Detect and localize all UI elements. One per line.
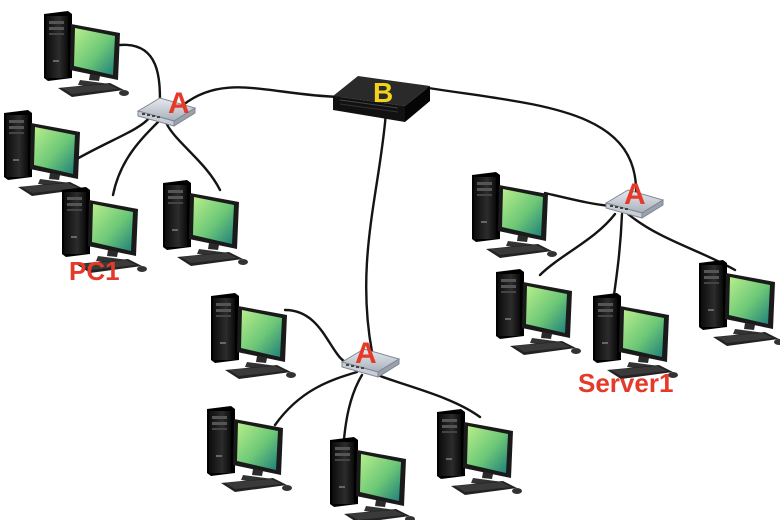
- computer-icon-6: [699, 260, 780, 346]
- server1-computer-icon: [593, 293, 678, 379]
- switch-label: B: [373, 77, 394, 108]
- switch-icon: [333, 76, 430, 122]
- computer-icon-5: [496, 269, 581, 355]
- hub-label-bottom: A: [355, 337, 377, 370]
- computer-icon-1: [44, 11, 129, 97]
- computer-icon-2: [4, 110, 89, 196]
- computer-icon-9: [330, 437, 415, 520]
- hub-label-right: A: [624, 178, 646, 211]
- server1-label: Server1: [578, 368, 674, 398]
- computer-icon-3: [163, 180, 248, 266]
- computer-icon-4: [472, 172, 557, 258]
- pc1-label: PC1: [69, 256, 120, 286]
- computer-icon-7: [211, 293, 296, 379]
- hub-label-left: A: [168, 87, 190, 120]
- computer-icon-10: [437, 409, 522, 495]
